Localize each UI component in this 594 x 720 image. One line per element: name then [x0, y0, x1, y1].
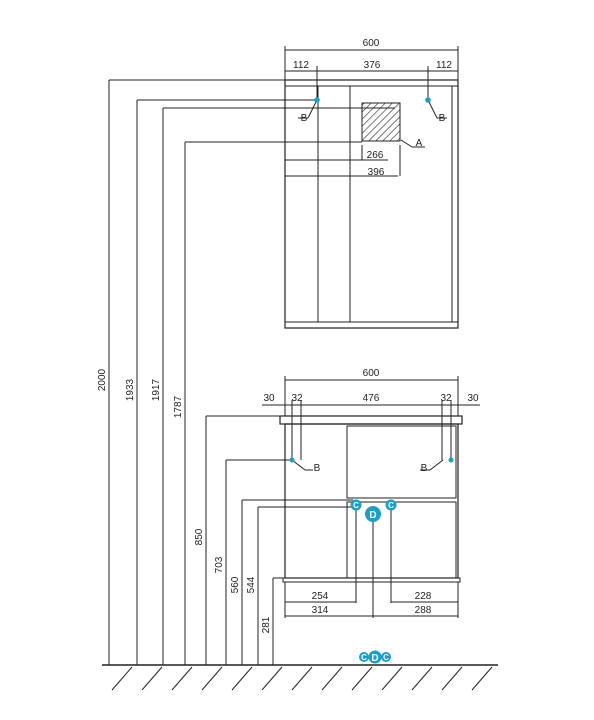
height-1933: 1933: [125, 378, 136, 401]
height-560: 560: [230, 576, 241, 593]
height-850: 850: [194, 528, 205, 545]
marker-c-right: C: [385, 499, 397, 511]
height-703: 703: [214, 556, 225, 573]
dim-vanity-30-right: 30: [467, 393, 479, 404]
dim-top-middle: 376: [364, 60, 381, 71]
fixing-point-vanity-right: [448, 457, 454, 463]
marker-d: D: [365, 506, 381, 522]
floor-hatching: [111, 666, 493, 691]
dim-396: 396: [368, 167, 385, 178]
marker-c-left-label: C: [353, 501, 359, 510]
fixing-point-top-right: [425, 97, 431, 103]
height-dimension-lines: [108, 79, 458, 665]
top-dimension-lines: [284, 46, 459, 177]
floor-markers: C D C: [359, 650, 391, 664]
mirror-cabinet: [284, 79, 459, 329]
dim-vanity-overall: 600: [363, 368, 380, 379]
dim-top-left: 112: [293, 60, 309, 71]
label-b-top-left: B: [301, 113, 308, 124]
dim-vanity-middle: 476: [363, 393, 380, 404]
fixing-point-vanity-left: [289, 457, 295, 463]
socket-area-a: [361, 102, 401, 142]
floor-marker-c-right: C: [383, 653, 389, 662]
floor-marker-d: D: [371, 653, 378, 664]
height-2000: 2000: [97, 368, 108, 391]
floor-marker-c-left: C: [361, 653, 367, 662]
height-281: 281: [261, 616, 272, 633]
dim-vanity-32-right: 32: [440, 393, 452, 404]
marker-d-label: D: [369, 510, 376, 521]
height-1917: 1917: [151, 378, 162, 401]
marker-c-left: C: [350, 499, 362, 511]
vanity-dimension-lines: [262, 376, 480, 618]
height-1787: 1787: [173, 395, 184, 418]
dim-314: 314: [312, 605, 329, 616]
dim-228: 228: [415, 591, 432, 602]
marker-c-right-label: C: [388, 501, 394, 510]
label-b-vanity-left: B: [314, 463, 321, 474]
dim-288: 288: [415, 605, 432, 616]
label-a: A: [416, 138, 423, 149]
dim-vanity-32-left: 32: [291, 393, 303, 404]
dim-vanity-30-left: 30: [263, 393, 275, 404]
vanity-cabinet: [279, 415, 463, 583]
dim-254: 254: [312, 591, 329, 602]
dim-266: 266: [367, 150, 384, 161]
height-544: 544: [246, 576, 257, 593]
dim-top-right: 112: [436, 60, 452, 71]
label-b-top-right: B: [439, 113, 446, 124]
fixing-point-top-left: [314, 97, 320, 103]
dim-top-overall: 600: [363, 38, 380, 49]
label-b-vanity-right: B: [421, 463, 428, 474]
fixing-points: [289, 97, 454, 463]
